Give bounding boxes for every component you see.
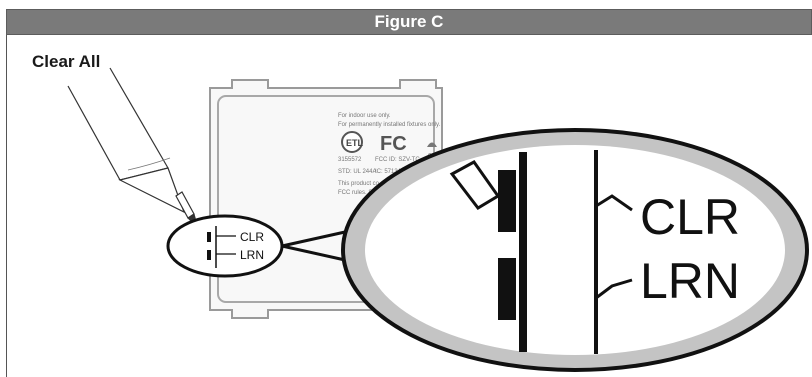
etl-logo: ETL	[341, 131, 364, 153]
clr-label-large: CLR	[640, 189, 740, 245]
label-line-1: For indoor use only.	[338, 113, 391, 119]
svg-text:FC: FC	[380, 133, 407, 155]
label-std: STD: UL 244A	[338, 169, 376, 175]
figure-frame	[6, 35, 812, 377]
lrn-label-small: LRN	[240, 248, 264, 262]
label-line-2: For permanently installed fixtures only.	[338, 122, 441, 128]
pen-icon	[67, 67, 200, 230]
section-label: Clear All	[32, 52, 101, 71]
lrn-leader	[595, 278, 633, 300]
callout-lrn-mark	[207, 250, 211, 260]
connector-line-top	[281, 228, 355, 248]
callout-ellipse	[166, 214, 284, 278]
lrn-label-large: LRN	[640, 253, 740, 309]
svg-text:ETL: ETL	[346, 138, 364, 148]
figure-title-bar: Figure C	[6, 9, 812, 35]
label-fcc-id: FCC ID: SZV-TC	[375, 157, 420, 163]
magnified-clr-button	[498, 170, 516, 232]
clr-label-small: CLR	[240, 230, 264, 244]
label-compliance-2: FCC rules. Su	[338, 190, 376, 196]
label-compliance-1: This product co	[338, 181, 380, 187]
magnified-lrn-button	[498, 258, 516, 320]
magnified-divider-thick	[519, 152, 527, 352]
label-ic: IC: 5713A	[375, 169, 402, 175]
callout-clr-mark	[207, 232, 211, 242]
magnifier-lens	[365, 145, 785, 355]
label-cert-number: 3155572	[338, 157, 362, 163]
figure-title: Figure C	[374, 12, 444, 31]
enocean-logo	[427, 142, 437, 147]
clr-leader	[595, 194, 633, 212]
magnified-divider-thin	[594, 150, 598, 354]
fcc-logo: FC	[380, 133, 407, 155]
